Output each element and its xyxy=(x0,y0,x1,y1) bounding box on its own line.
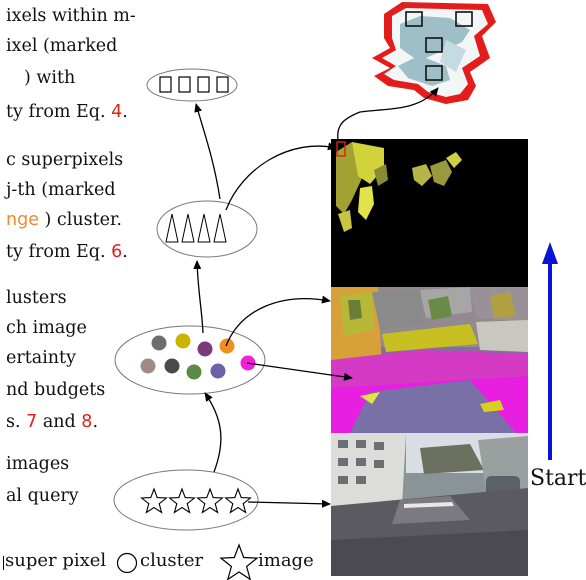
cluster-ellipse xyxy=(114,325,266,395)
caption-line: j-th (marked xyxy=(6,180,116,200)
equation-ref: 4 xyxy=(111,102,123,122)
superpixel-marker-4 xyxy=(425,65,443,81)
caption-line: al query xyxy=(6,486,79,506)
caption-fragment: j-th (marked xyxy=(6,180,116,200)
segmentation-image xyxy=(331,287,528,433)
caption-line: ch image xyxy=(6,318,87,338)
caption-line: s. 7 and 8. xyxy=(6,412,99,432)
cluster-dot xyxy=(140,358,156,374)
equation-ref: nge xyxy=(6,210,39,230)
legend-cluster-icon xyxy=(116,552,138,574)
legend-icons xyxy=(3,543,259,580)
caption-fragment: c superpixels xyxy=(6,150,124,170)
superpixel-marker-1 xyxy=(405,11,423,27)
image-stars xyxy=(140,487,252,514)
image-star-icon xyxy=(168,487,196,514)
caption-fragment: . xyxy=(92,412,99,432)
caption-fragment: images xyxy=(6,454,70,474)
cluster-dot xyxy=(197,341,213,357)
legend-image-label: image xyxy=(258,550,314,571)
caption-fragment: lusters xyxy=(6,288,67,308)
caption-line: ty from Eq. 4. xyxy=(6,102,128,122)
cluster-dot xyxy=(210,363,226,379)
cluster-dot xyxy=(164,358,180,374)
cluster-dots xyxy=(140,333,256,380)
caption-fragment: ty from Eq. xyxy=(6,242,112,262)
caption-fragment: . xyxy=(122,102,128,122)
caption-fragment: s. xyxy=(6,412,27,432)
caption-fragment: ixels within m- xyxy=(6,6,136,26)
caption-line: ertainty xyxy=(6,348,76,368)
image-star-icon xyxy=(140,487,168,514)
superpixel-marker-3 xyxy=(425,37,443,53)
image-star-icon xyxy=(196,487,224,514)
caption-fragment: ) with xyxy=(24,68,76,88)
cluster-dot-selected xyxy=(219,338,235,354)
caption-line: lusters xyxy=(6,288,67,308)
image-star-icon xyxy=(224,487,252,514)
equation-ref: 7 xyxy=(26,412,38,432)
caption-fragment: ch image xyxy=(6,318,87,338)
caption-fragment: and xyxy=(37,412,82,432)
caption-fragment: . xyxy=(122,242,128,262)
caption-line: ixel (marked xyxy=(6,36,118,56)
superpixel-ellipse xyxy=(146,68,238,102)
flow-arrows xyxy=(193,87,439,508)
caption-fragment: nd budgets xyxy=(6,380,106,400)
legend-cluster-label: cluster xyxy=(140,550,204,571)
caption-line: c superpixels xyxy=(6,150,124,170)
cluster-dot xyxy=(186,364,202,380)
caption-line: nd budgets xyxy=(6,380,106,400)
caption-fragment: ertainty xyxy=(6,348,76,368)
triangle-ellipse xyxy=(156,200,258,258)
zoomed-superpixel xyxy=(372,2,496,104)
cluster-dot xyxy=(175,333,191,349)
image-ellipse xyxy=(113,469,259,531)
caption-line: ) with xyxy=(24,68,76,88)
marked-superpixel xyxy=(336,141,346,157)
caption-fragment: al query xyxy=(6,486,79,506)
caption-line: images xyxy=(6,454,70,474)
cluster-dot xyxy=(151,335,167,351)
caption-line: ixels within m- xyxy=(6,6,136,26)
superpixel-marker-2 xyxy=(455,11,473,27)
start-label: Start xyxy=(530,466,586,491)
start-arrow xyxy=(542,242,558,460)
caption-line: nge ) cluster. xyxy=(6,210,122,230)
caption-fragment: ) cluster. xyxy=(38,210,122,230)
equation-ref: 8 xyxy=(81,412,93,432)
legend-superpixel-label: super pixel xyxy=(5,550,107,571)
street-photo xyxy=(331,433,528,576)
legend-star-icon xyxy=(219,543,259,580)
caption-fragment: ty from Eq. xyxy=(6,102,112,122)
equation-ref: 6 xyxy=(111,242,123,262)
caption-line: ty from Eq. 6. xyxy=(6,242,128,262)
cluster-mask-image xyxy=(331,139,528,287)
caption-fragment: ixel (marked xyxy=(6,36,118,56)
